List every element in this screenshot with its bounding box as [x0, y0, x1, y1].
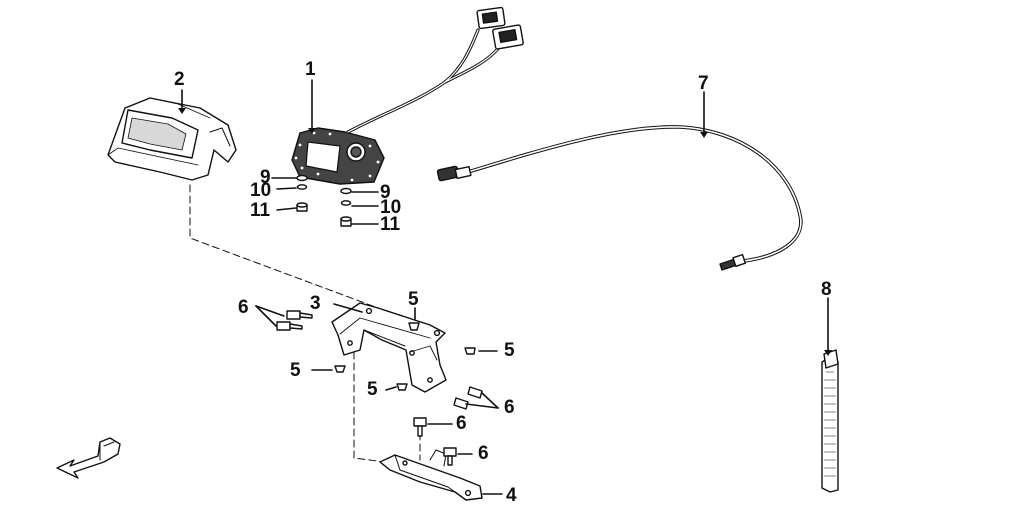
- callout-9-left: 9: [260, 167, 271, 188]
- callout-10-left: 10: [250, 180, 272, 201]
- callout-11-left: 11: [250, 200, 271, 221]
- callout-3: 3: [310, 293, 321, 314]
- callout-5-left: 5: [290, 360, 301, 381]
- callout-6-right: 6: [504, 397, 515, 418]
- callout-5-right: 5: [504, 340, 515, 361]
- callout-8: 8: [821, 279, 832, 300]
- callout-4: 4: [506, 485, 517, 506]
- callout-11-right: 11: [380, 214, 401, 235]
- meter-cover[interactable]: [107, 97, 237, 181]
- front-direction-arrow-icon: [56, 437, 121, 479]
- callout-9-right: 9: [380, 182, 391, 203]
- leader-arrows: [178, 108, 832, 356]
- callout-7: 7: [698, 73, 709, 94]
- screws: [276, 310, 483, 466]
- hardware-stack-right: [340, 187, 352, 227]
- callout-6-lower: 6: [478, 443, 489, 464]
- callout-6-middle: 6: [456, 413, 467, 434]
- callout-10-right: 10: [380, 197, 402, 218]
- callout-5-lower: 5: [367, 379, 378, 400]
- callout-6-left: 6: [238, 297, 249, 318]
- hardware-stack-left: [296, 174, 308, 212]
- upper-bracket[interactable]: [331, 302, 447, 393]
- callout-2: 2: [174, 69, 185, 90]
- callout-1: 1: [305, 59, 316, 80]
- leader-lines: [181, 79, 829, 495]
- speedometer-cable[interactable]: [436, 125, 803, 271]
- cable-tie[interactable]: [821, 349, 839, 493]
- meter-assembly[interactable]: [291, 6, 524, 185]
- callout-5-upper: 5: [408, 289, 419, 310]
- lower-bracket[interactable]: [379, 449, 483, 501]
